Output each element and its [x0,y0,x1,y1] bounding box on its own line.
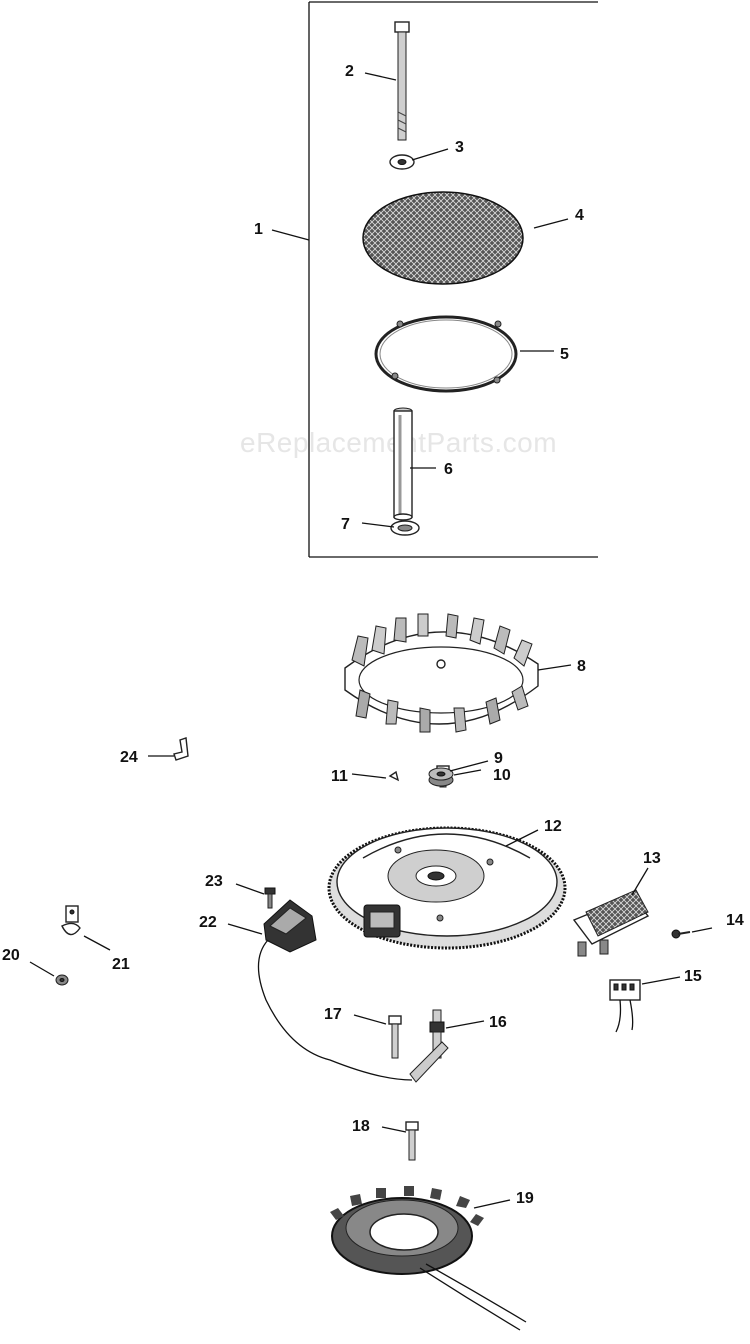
part-18-bolt [405,1121,419,1161]
kit-bracket [308,1,598,558]
part-4-screen [362,191,524,285]
callout-20: 20 [2,947,20,964]
callout-18: 18 [352,1118,370,1135]
callout-1: 1 [254,221,263,238]
part-10-spacer [428,767,454,787]
callout-labels: 1 2 3 4 5 6 7 8 9 10 11 12 13 14 15 16 1… [2,63,744,1207]
part-12-flywheel [327,826,567,950]
part-17-bolt [388,1015,402,1059]
callout-7: 7 [341,516,350,533]
callout-24: 24 [120,749,138,766]
part-20-nut [55,974,69,986]
part-3-washer [389,154,415,170]
leader-lines [29,72,713,1209]
callout-23: 23 [205,873,223,890]
callout-19: 19 [516,1190,534,1207]
part-13-regulator [572,889,650,957]
part-2-bolt [394,21,410,141]
part-15-connector [609,979,641,1033]
part-24-bracket [173,737,189,761]
callout-3: 3 [455,139,464,156]
callout-12: 12 [544,818,562,835]
part-5-retainer-ring [374,315,518,393]
callout-4: 4 [575,207,584,224]
callout-15: 15 [684,968,702,985]
callout-6: 6 [444,461,453,478]
part-11-key [388,770,400,782]
callout-21: 21 [112,956,130,973]
callout-8: 8 [577,658,586,675]
part-7-washer [390,520,420,536]
part-6-spacer-tube [393,407,413,521]
part-8-fan [344,613,539,733]
part-21-clamp [61,905,81,936]
callout-13: 13 [643,850,661,867]
part-14-screw [671,929,691,939]
part-22-ignition-module [257,899,449,1083]
part-19-stator [330,1186,527,1331]
callout-9: 9 [494,750,503,767]
callout-2: 2 [345,63,354,80]
callout-16: 16 [489,1014,507,1031]
part-23-screw [264,887,276,909]
callout-14: 14 [726,912,744,929]
callout-10: 10 [493,767,511,784]
callout-17: 17 [324,1006,342,1023]
callout-5: 5 [560,346,569,363]
callout-11: 11 [331,768,348,785]
callout-22: 22 [199,914,217,931]
